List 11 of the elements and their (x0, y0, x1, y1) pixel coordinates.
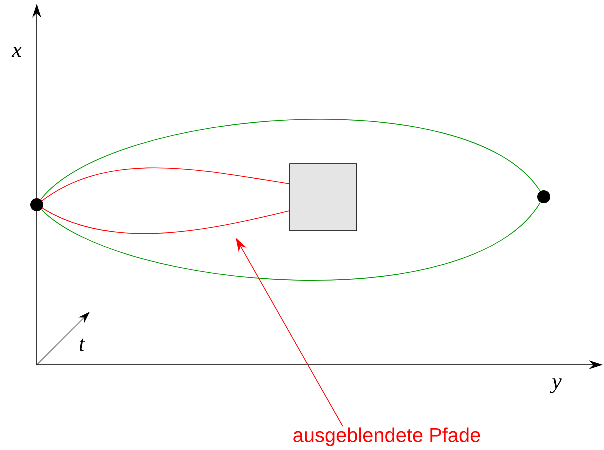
curved-path (41, 202, 541, 281)
curved-path (42, 168, 290, 202)
dot (538, 190, 550, 204)
square-box (290, 164, 358, 232)
annotation-text: ausgeblendete Pfade (294, 428, 480, 446)
axis-label: t (80, 338, 86, 352)
curved-path (42, 208, 290, 234)
axis-label: x (12, 46, 22, 58)
axis-label: y (550, 378, 562, 394)
curved-path (40, 119, 541, 200)
dot (30, 198, 44, 212)
